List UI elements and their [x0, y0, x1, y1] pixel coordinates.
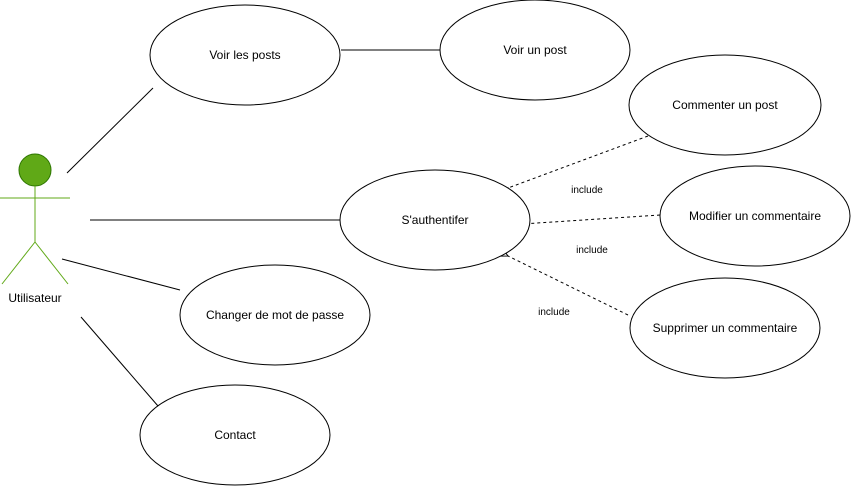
actor-label: Utilisateur	[8, 291, 61, 305]
stick-figure-icon[interactable]	[0, 153, 70, 285]
actor-right-leg	[34, 241, 69, 285]
use-case-label-authentifier: S'authentifer	[401, 213, 468, 227]
use-case-label-voir-post: Voir un post	[503, 43, 567, 57]
association-contact	[80, 316, 159, 407]
association-voir-posts	[66, 87, 154, 174]
use-case-label-voir-posts: Voir les posts	[209, 48, 280, 62]
use-case-supprimer[interactable]	[629, 277, 821, 379]
use-case-contact[interactable]	[139, 384, 331, 486]
include-arrow-commenter	[508, 135, 649, 188]
use-case-label-changer-mdp: Changer de mot de passe	[206, 308, 344, 322]
use-case-label-commenter: Commenter un post	[672, 98, 778, 112]
include-arrow-modifier	[522, 214, 661, 224]
use-case-commenter[interactable]	[628, 54, 822, 156]
actor-left-leg	[1, 241, 36, 285]
include-arrow-supprimer	[508, 256, 629, 316]
use-case-modifier[interactable]	[659, 165, 851, 267]
use-case-voir-post[interactable]	[439, 0, 631, 101]
use-case-label-modifier: Modifier un commentaire	[689, 209, 821, 223]
association-changer-mdp	[61, 258, 181, 291]
use-case-voir-posts[interactable]	[149, 4, 341, 106]
include-label-commenter: include	[571, 185, 603, 196]
use-case-label-supprimer: Supprimer un commentaire	[653, 321, 798, 335]
include-label-modifier: include	[576, 245, 608, 256]
use-case-changer-mdp[interactable]	[179, 264, 371, 366]
use-case-authentifier[interactable]	[339, 169, 531, 271]
include-label-supprimer: include	[538, 307, 570, 318]
use-case-label-contact: Contact	[214, 428, 256, 442]
actor-head	[18, 153, 52, 187]
